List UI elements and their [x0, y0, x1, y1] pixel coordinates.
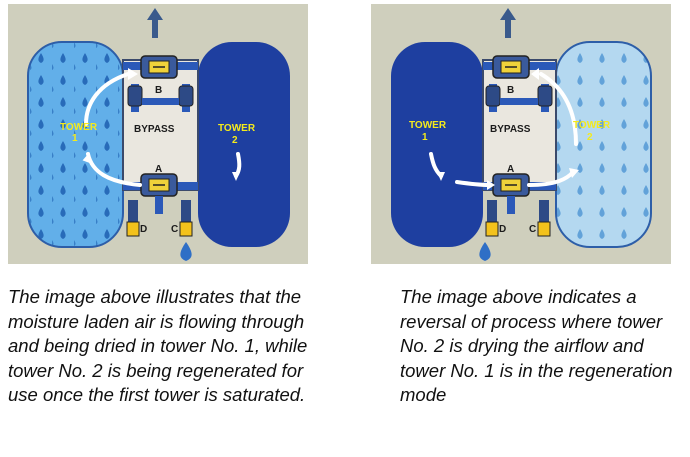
tower-2-shape	[555, 41, 652, 248]
caption-left: The image above illustrates that the moi…	[8, 286, 308, 405]
diagram-tower-2-drying: B BYPASS A D C TOWER 1 TOWER 2	[371, 4, 671, 264]
tower-2-shape	[198, 42, 290, 247]
drain-valve-d-solenoid	[126, 221, 140, 237]
label-valve-b: B	[507, 85, 514, 96]
label-tower-1-num: 1	[422, 132, 428, 143]
dryer-diagram: B BYPASS A D C TOWER 1 TOWER 2	[391, 8, 652, 261]
label-valve-a: A	[507, 164, 514, 175]
label-bypass: BYPASS	[490, 124, 531, 135]
water-drop	[180, 242, 192, 261]
dryer-diagram: B BYPASS A D C TOWER 1 TOWER 2	[27, 8, 290, 261]
drain-valve-d-solenoid	[485, 221, 499, 237]
water-drop	[479, 242, 491, 261]
label-tower-1-num: 1	[72, 133, 78, 144]
label-tower-2-num: 2	[587, 132, 593, 143]
label-valve-c: C	[529, 224, 536, 235]
label-bypass: BYPASS	[134, 124, 175, 135]
label-tower-2-num: 2	[232, 135, 238, 146]
bypass-valve-right	[537, 85, 553, 107]
label-tower-1: TOWER	[409, 120, 447, 131]
tower-1-shape	[391, 42, 483, 247]
exhaust-arrow	[500, 8, 516, 38]
label-tower-2: TOWER	[573, 120, 611, 131]
center-frame	[482, 59, 557, 191]
drain-valve-c-solenoid	[179, 221, 193, 237]
label-valve-a: A	[155, 164, 162, 175]
drain-valve-c-solenoid	[537, 221, 551, 237]
center-frame	[122, 59, 199, 191]
tower-1-shape	[27, 41, 124, 248]
bypass-valve-left	[127, 85, 143, 107]
bypass-valve-left	[485, 85, 501, 107]
label-valve-c: C	[171, 224, 178, 235]
label-valve-b: B	[155, 85, 162, 96]
label-valve-d: D	[140, 224, 147, 235]
caption-right: The image above indicates a reversal of …	[400, 286, 673, 405]
exhaust-arrow	[147, 8, 163, 38]
label-tower-2: TOWER	[218, 123, 256, 134]
diagram-tower-1-drying: B BYPASS A D C TOWER 1 TOWER 2	[8, 4, 308, 264]
label-valve-d: D	[499, 224, 506, 235]
bypass-valve-right	[178, 85, 194, 107]
label-tower-1: TOWER	[60, 122, 98, 133]
